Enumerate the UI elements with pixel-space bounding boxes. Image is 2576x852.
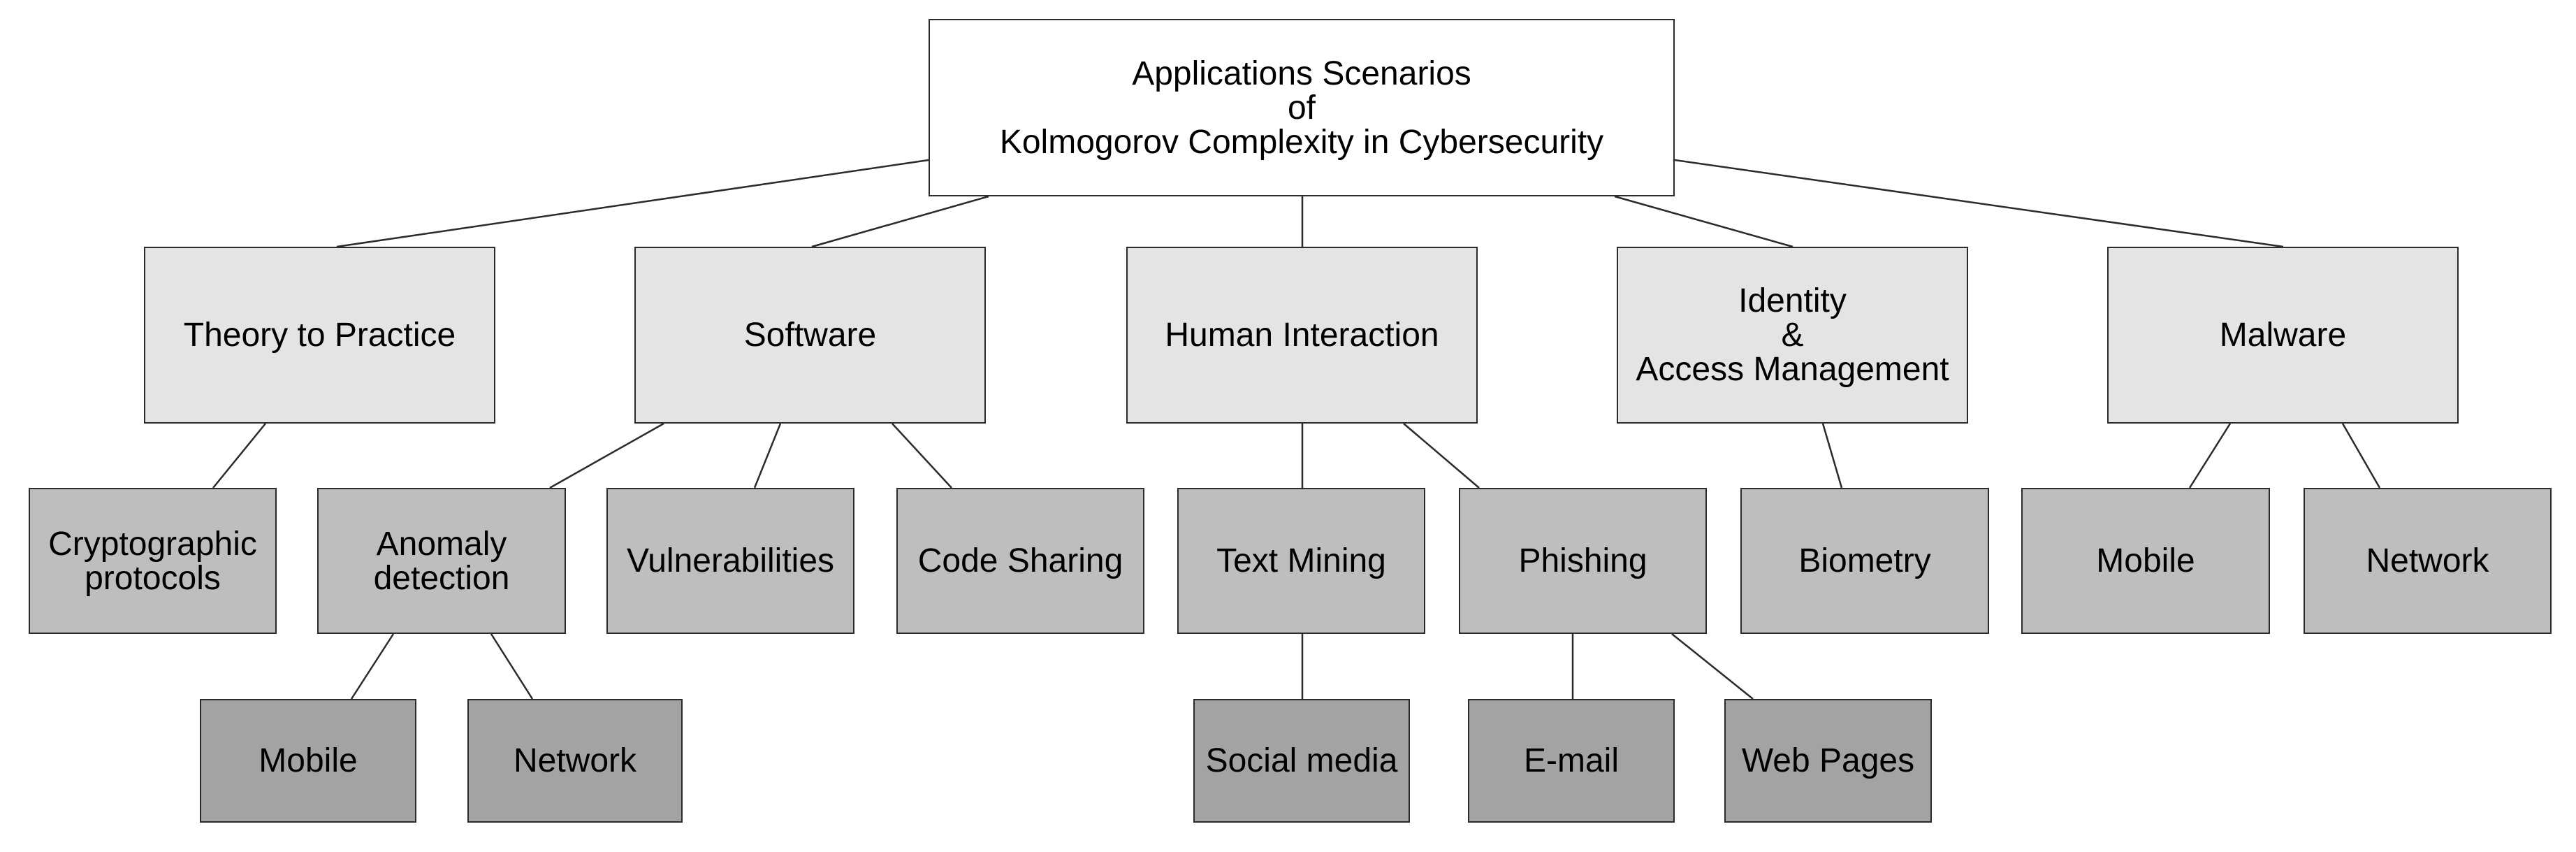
node-malware-mobile: Mobile	[2021, 488, 2270, 634]
node-anomaly-detection: Anomaly detection	[317, 488, 566, 634]
node-vulnerabilities: Vulnerabilities	[606, 488, 854, 634]
edge-identity-biometry	[1821, 423, 1843, 489]
node-text-mining: Text Mining	[1177, 488, 1425, 634]
node-web-pages: Web Pages	[1724, 699, 1932, 823]
root-node: Applications Scenarios of Kolmogorov Com…	[929, 19, 1675, 196]
node-theory-to-practice: Theory to Practice	[144, 247, 495, 424]
node-anomaly-network: Network	[467, 699, 683, 823]
node-biometry: Biometry	[1740, 488, 1989, 634]
edge-root-software	[811, 195, 989, 248]
node-human-interaction: Human Interaction	[1126, 247, 1478, 424]
edge-malware-malmobile	[2188, 423, 2232, 489]
edge-anomaly-anomobile	[350, 633, 395, 700]
node-email: E-mail	[1468, 699, 1675, 823]
node-malware: Malware	[2107, 247, 2459, 424]
edge-root-malware	[1674, 159, 2284, 248]
edge-root-identity	[1614, 195, 1793, 248]
node-phishing: Phishing	[1459, 488, 1707, 634]
edge-software-vulns	[753, 423, 782, 489]
edge-software-anomaly	[549, 422, 664, 489]
edge-human-phishing	[1403, 423, 1480, 489]
node-software: Software	[634, 247, 986, 424]
edge-root-theory	[336, 159, 929, 248]
edge-software-codeshare	[892, 423, 952, 489]
edge-anomaly-anonetwork	[490, 633, 534, 700]
node-cryptographic-protocols: Cryptographic protocols	[29, 488, 277, 634]
node-code-sharing: Code Sharing	[896, 488, 1144, 634]
edge-theory-crypto	[212, 423, 266, 489]
node-anomaly-mobile: Mobile	[200, 699, 416, 823]
node-social-media: Social media	[1193, 699, 1410, 823]
edge-phishing-webpages	[1671, 633, 1754, 700]
node-identity-access-management: Identity & Access Management	[1617, 247, 1968, 424]
node-malware-network: Network	[2304, 488, 2552, 634]
edge-malware-malnetwork	[2341, 423, 2381, 489]
